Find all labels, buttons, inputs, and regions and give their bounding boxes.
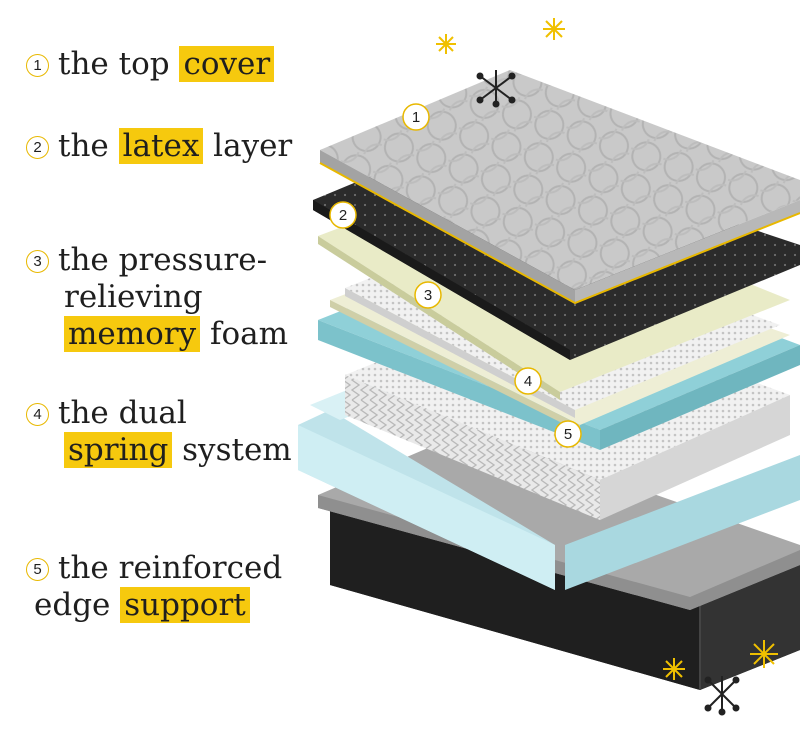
badge-2: 2 (329, 201, 357, 229)
label-text: the dual (58, 395, 187, 431)
sparkle-icon (663, 658, 685, 680)
label-text: the (58, 128, 119, 164)
label-number: 5 (26, 558, 49, 581)
label-text-after: foam (200, 316, 289, 352)
badge-3-label: 3 (424, 287, 432, 304)
label-text-line2: relieving (64, 279, 203, 315)
label-highlight: cover (179, 46, 275, 82)
badge-2-label: 2 (339, 207, 347, 224)
label-number: 1 (26, 54, 49, 77)
badge-1: 1 (402, 103, 430, 131)
label-spring-system: 4 the dual spring system (26, 395, 292, 469)
support-platform-layer (318, 430, 800, 610)
badge-5: 5 (554, 420, 582, 448)
sparkle-icon (436, 34, 456, 54)
label-highlight: latex (118, 128, 204, 164)
label-top-cover: 1 the top cover (26, 46, 275, 83)
label-text-line2: edge (34, 587, 121, 623)
label-text: the pressure- (58, 242, 268, 278)
badge-4-label: 4 (524, 373, 532, 390)
top-cover-layer (319, 70, 800, 305)
label-number: 2 (26, 136, 49, 159)
label-text-after: system (172, 432, 292, 468)
label-edge-support: 5 the reinforced edge support (26, 550, 282, 624)
sparkle-icon (750, 640, 778, 668)
label-text: the top (58, 46, 180, 82)
label-memory-foam: 3 the pressure- relieving memory foam (26, 242, 288, 353)
label-text-after: layer (203, 128, 293, 164)
badge-5-label: 5 (564, 426, 572, 443)
label-latex-layer: 2 the latex layer (26, 128, 292, 165)
atom-star-icon (476, 70, 516, 108)
layer-labels: 1 the top cover 2 the latex layer 3 the pre… (0, 0, 330, 739)
label-highlight: spring (64, 432, 173, 468)
badge-4: 4 (514, 367, 542, 395)
label-highlight: memory (64, 316, 201, 352)
label-highlight: support (120, 587, 250, 623)
label-number: 3 (26, 250, 49, 273)
atom-star-icon (704, 676, 740, 716)
badge-3: 3 (414, 281, 442, 309)
label-text: the reinforced (58, 550, 283, 586)
label-number: 4 (26, 403, 49, 426)
badge-1-label: 1 (412, 109, 420, 126)
sparkle-icon (543, 18, 565, 40)
